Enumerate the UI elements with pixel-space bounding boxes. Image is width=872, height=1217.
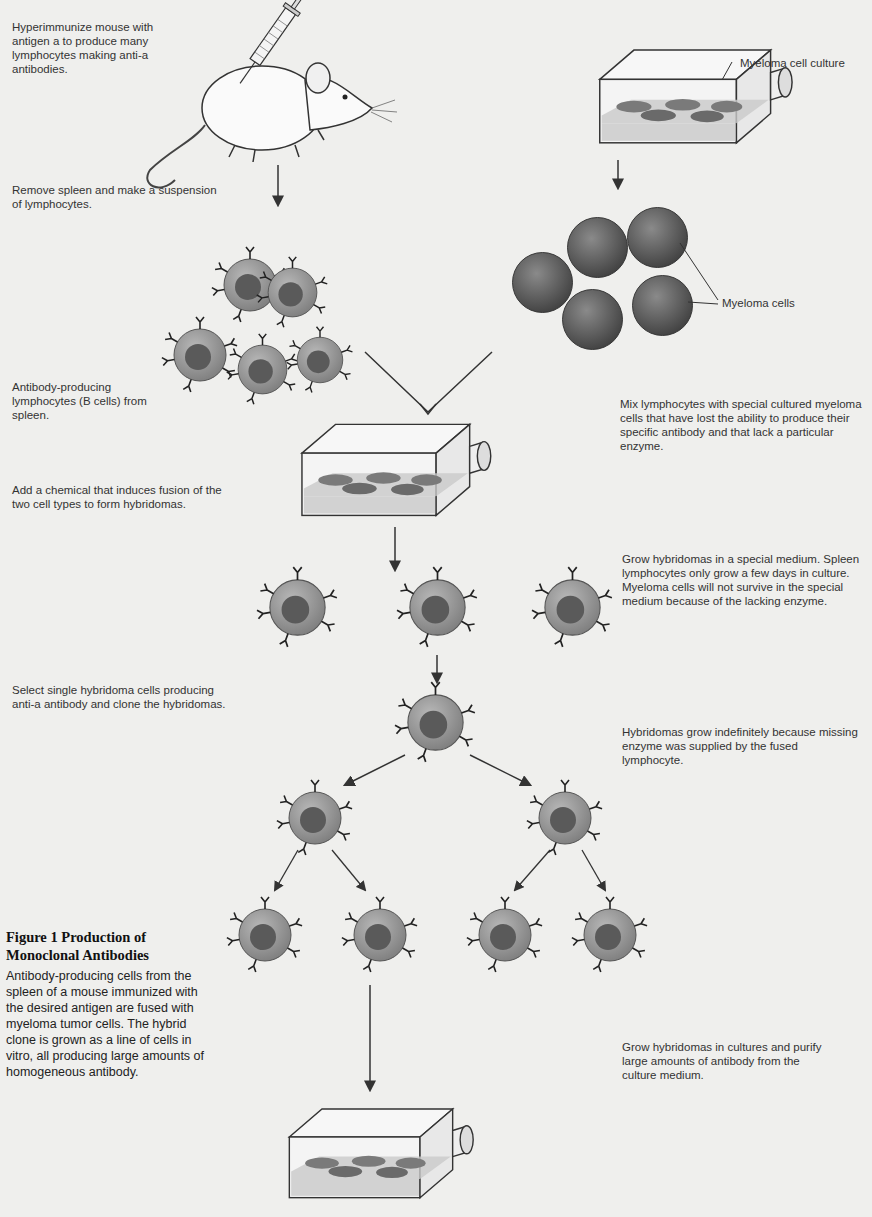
culture-flask <box>289 1109 473 1198</box>
hybridoma-clones <box>227 780 647 972</box>
arrow <box>394 527 396 570</box>
arrow <box>277 165 279 205</box>
arrow <box>470 755 530 785</box>
leader-line <box>722 62 732 80</box>
arrow <box>617 160 619 188</box>
callout-note: Grow hybridomas in a special medium. Spl… <box>622 552 862 608</box>
lymphocytes <box>162 247 353 404</box>
callout-note: Add a chemical that induces fusion of th… <box>12 483 232 511</box>
figure-title: Figure 1 Production of Monoclonal Antibo… <box>6 928 206 964</box>
figure-caption: Antibody-producing cells from the spleen… <box>6 968 218 1080</box>
syringe <box>233 0 313 88</box>
culture-flask <box>302 424 491 515</box>
callout-note: Grow hybridomas in cultures and purify l… <box>622 1040 837 1082</box>
callout-note: Mix lymphocytes with special cultured my… <box>620 397 865 453</box>
arrow <box>345 755 405 785</box>
callout-note: Hybridomas grow indefinitely because mis… <box>622 725 862 767</box>
callout-note: Myeloma cells <box>722 296 862 310</box>
callout-note: Hyperimmunize mouse with antigen a to pr… <box>12 20 192 76</box>
mouse-illustration <box>147 63 397 187</box>
myeloma-cells <box>513 208 719 350</box>
callout-note: Myeloma cell culture <box>740 56 865 70</box>
arrow <box>369 985 371 1090</box>
callout-note: Select single hybridoma cells producing … <box>12 683 227 711</box>
arrow <box>436 655 438 682</box>
hybridoma-cells <box>257 567 612 647</box>
hybridoma-cell <box>395 682 475 762</box>
callout-note: Antibody-producing lymphocytes (B cells)… <box>12 380 147 422</box>
callout-note: Remove spleen and make a suspension of l… <box>12 183 222 211</box>
merge-arrow <box>365 352 492 412</box>
